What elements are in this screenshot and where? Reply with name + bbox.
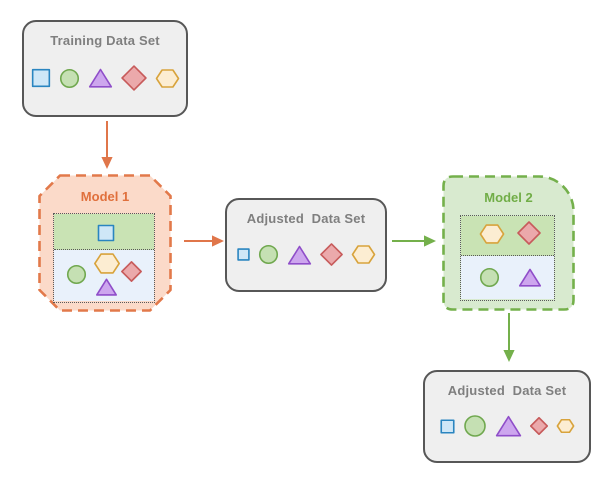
arrow-model1-to-adjusted1 xyxy=(184,235,224,247)
model2-correct-section xyxy=(461,216,554,256)
adjusted2-box-title: Adjusted Data Set xyxy=(447,383,567,398)
diamond-icon xyxy=(517,221,541,245)
model2-inner-box xyxy=(460,215,555,301)
diamond-icon xyxy=(121,261,142,282)
training-data-set-box: Training Data Set xyxy=(22,20,188,117)
square-icon xyxy=(440,419,455,434)
model1-box: Model 1 xyxy=(38,174,172,312)
diamond-icon xyxy=(121,65,147,91)
adjusted-data-set-box-1: Adjusted Data Set xyxy=(225,198,387,292)
triangle-icon xyxy=(287,245,312,265)
triangle-icon xyxy=(95,278,118,296)
adjusted-data-set-box-2: Adjusted Data Set xyxy=(423,370,591,463)
square-icon xyxy=(237,248,250,261)
hexagon-icon xyxy=(556,419,575,433)
model2-box: Model 2 xyxy=(442,175,575,311)
circle-icon xyxy=(59,68,80,89)
adjusted1-shapes-row xyxy=(237,226,376,290)
hexagon-icon xyxy=(351,245,376,264)
square-icon xyxy=(31,68,51,88)
model1-inner-box xyxy=(53,213,155,303)
model2-misclassified-section xyxy=(461,256,554,299)
arrow-model2-to-adjusted2 xyxy=(503,313,515,362)
model1-title: Model 1 xyxy=(80,189,130,204)
adjusted1-box-title: Adjusted Data Set xyxy=(246,211,366,226)
triangle-icon xyxy=(88,68,113,88)
circle-icon xyxy=(479,267,500,288)
arrow-training-to-model1 xyxy=(101,121,113,169)
circle-icon xyxy=(258,244,279,265)
hexagon-icon xyxy=(155,69,180,88)
adjusted2-shapes-row xyxy=(440,398,575,461)
circle-icon xyxy=(463,414,487,438)
square-icon xyxy=(97,224,115,242)
diamond-icon xyxy=(320,243,343,266)
training-box-title: Training Data Set xyxy=(50,33,160,48)
diamond-icon xyxy=(530,417,548,435)
model2-title: Model 2 xyxy=(484,190,533,205)
hexagon-icon xyxy=(479,224,505,244)
training-shapes-row xyxy=(31,48,180,115)
triangle-icon xyxy=(518,268,542,287)
hexagon-icon xyxy=(93,253,121,274)
triangle-icon xyxy=(495,415,522,437)
circle-icon xyxy=(66,264,87,285)
arrow-adjusted1-to-model2 xyxy=(392,235,436,247)
